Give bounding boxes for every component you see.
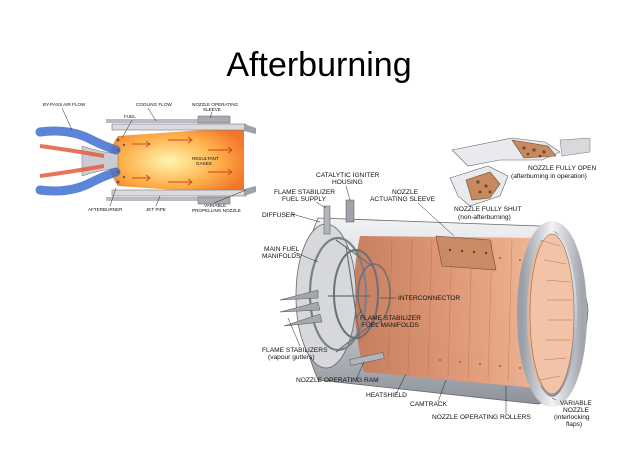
slide-title: Afterburning (226, 46, 412, 84)
nozzle-ring (517, 221, 587, 407)
catalytic-igniter-housing (345, 199, 355, 223)
cutaway-leader-lines (287, 185, 557, 414)
flow-arrows (132, 136, 233, 186)
label-nozzle-actuating-sleeve-line1: NOZZLE (392, 189, 419, 196)
label-bypass-air-flow: BY-PASS AIR FLOW (43, 102, 86, 107)
afterburner-cutaway (279, 199, 589, 407)
label-flame-stabilizer-fuel-supply-line1: FLAME STABILIZER (274, 189, 335, 196)
core-flow-lower (39, 164, 105, 178)
label-variable-nozzle-line1: VARIABLE (560, 400, 592, 407)
heatshield-liner (353, 236, 572, 388)
jet-pipe-lower-wall (111, 189, 247, 197)
label-interconnector: INTERCONNECTOR (398, 295, 460, 302)
label-afterburner: AFTERBURNER (88, 207, 123, 212)
label-nozzle-operating-sleeve-line2: SLEEVE (203, 107, 221, 112)
bypass-flow-lower (35, 167, 121, 196)
variable-nozzle-flaps (539, 239, 572, 381)
flame-stabilizer-ring (333, 249, 379, 339)
label-nozzle-fully-shut-line1: NOZZLE FULLY SHUT (454, 206, 522, 213)
label-main-fuel-manifolds-line1: MAIN FUEL (264, 246, 300, 253)
fuel-supply-pipe (323, 205, 331, 235)
label-main-fuel-manifolds-line2: MANIFOLDS (262, 253, 301, 260)
label-variable-nozzle-line4: flaps) (566, 421, 582, 428)
label-flame-stabilizers-line1: FLAME STABILIZERS (262, 347, 328, 354)
afterburner-schematic: BY-PASS AIR FLOW COOLING FLOW NOZZLE OPE… (35, 102, 256, 213)
flame-stabilizers-vapour-gutters (279, 289, 323, 327)
nozzle-actuating-sleeve (435, 235, 497, 271)
outer-casing-upper (106, 119, 218, 123)
flame-stabilizer-spokes (328, 239, 373, 353)
nozzle-operating-ram (349, 352, 385, 366)
label-heatshield: HEATSHIELD (366, 392, 407, 399)
jet-pipe-upper-wall (111, 123, 247, 131)
flame-region (109, 126, 244, 196)
outer-casing-lower (106, 197, 218, 201)
variable-propelling-nozzle-lower (244, 186, 256, 196)
label-nozzle-fully-open-line1: NOZZLE FULLY OPEN (528, 165, 597, 172)
interconnector-ring (357, 263, 391, 325)
label-variable-propelling-nozzle-line2: PROPELLING NOZZLE (192, 208, 241, 213)
variable-propelling-nozzle-upper (244, 124, 256, 134)
label-nozzle-operating-sleeve-line1: NOZZLE OPERATING (192, 102, 239, 107)
label-nozzle-fully-open-line2: (afterburning in operation) (511, 173, 587, 180)
label-flame-stabilizer-fuel-supply-line2: FUEL SUPPLY (282, 196, 327, 203)
nozzle-open-inset (451, 137, 591, 167)
label-catalytic-igniter-housing-line1: CATALYTIC IGNITER (316, 172, 380, 179)
label-fuel: FUEL (124, 114, 136, 119)
label-catalytic-igniter-housing-line2: HOUSING (332, 179, 363, 186)
fuel-spray-bars (116, 138, 126, 184)
nozzle-shut-inset (449, 165, 509, 207)
label-jet-pipe: JET PIPE (146, 207, 166, 212)
nozzle-operating-sleeve-lower (197, 196, 231, 205)
label-flame-stabilizer-fuel-manifolds-line1: FLAME STABILIZER (360, 315, 421, 322)
label-flame-stabilizers-line2: (vapour gutters) (268, 354, 315, 361)
nozzle-ring-inner (529, 233, 575, 395)
schematic-leader-lines (61, 107, 247, 207)
label-camtrack: CAMTRACK (410, 401, 448, 408)
label-flame-stabilizer-fuel-manifolds-line2: FUEL MANIFOLDS (362, 322, 420, 329)
label-variable-nozzle-line3: (interlocking (554, 414, 590, 421)
label-variable-propelling-nozzle-line1: VARIABLE (204, 203, 226, 208)
label-nozzle-actuating-sleeve-line2: ACTUATING SLEEVE (370, 196, 436, 203)
label-cooling-flow: COOLING FLOW (136, 102, 172, 107)
label-resultant-gases-line1: RESULTANT (192, 156, 219, 161)
bypass-flow-upper (35, 126, 121, 155)
label-diffuser: DIFFUSER (262, 212, 295, 219)
nozzle-operating-sleeve (197, 115, 231, 124)
label-nozzle-fully-shut-line2: (non-afterburning) (458, 214, 511, 221)
label-nozzle-operating-ram: NOZZLE OPERATING RAM (296, 377, 379, 384)
label-nozzle-operating-rollers: NOZZLE OPERATING ROLLERS (432, 414, 531, 421)
label-variable-nozzle-line2: NOZZLE (563, 407, 590, 414)
label-resultant-gases-line2: GASES (196, 161, 212, 166)
core-flow-upper (39, 144, 105, 158)
